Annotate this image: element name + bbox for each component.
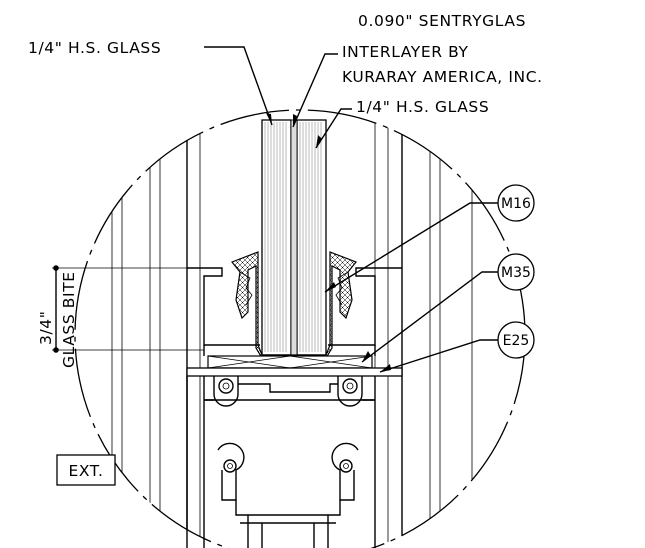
exterior-label: EXT. <box>68 462 103 480</box>
callout-m16: M16 <box>497 184 535 222</box>
screw-boss-lower <box>217 442 359 548</box>
screw-boss-upper <box>203 376 376 548</box>
glass-inner-label: 1/4" H.S. GLASS <box>356 98 489 116</box>
callout-m16-text: M16 <box>501 196 531 212</box>
leader-lines <box>204 46 498 373</box>
callout-e25-text: E25 <box>503 333 530 349</box>
bite-value-label: 3/4" <box>37 311 55 345</box>
setting-block <box>207 355 373 369</box>
glass-bite-dimension <box>52 265 204 353</box>
interlayer-label-line2: INTERLAYER BY <box>342 43 469 61</box>
callout-e25: E25 <box>497 321 535 359</box>
callout-m35-text: M35 <box>501 265 531 281</box>
interlayer-label-line3: KURARAY AMERICA, INC. <box>342 68 543 86</box>
aluminum-frame <box>186 267 403 548</box>
glass-outer-label: 1/4" H.S. GLASS <box>28 39 161 57</box>
glazing-gasket <box>231 251 357 359</box>
exterior-tag: EXT. <box>56 454 116 486</box>
mullion-lines-right <box>374 120 473 548</box>
interlayer-label-line1: 0.090" SENTRYGLAS <box>358 12 526 30</box>
bite-label: GLASS BITE <box>60 271 78 368</box>
laminated-glass <box>261 119 327 356</box>
callout-m35: M35 <box>497 253 535 291</box>
